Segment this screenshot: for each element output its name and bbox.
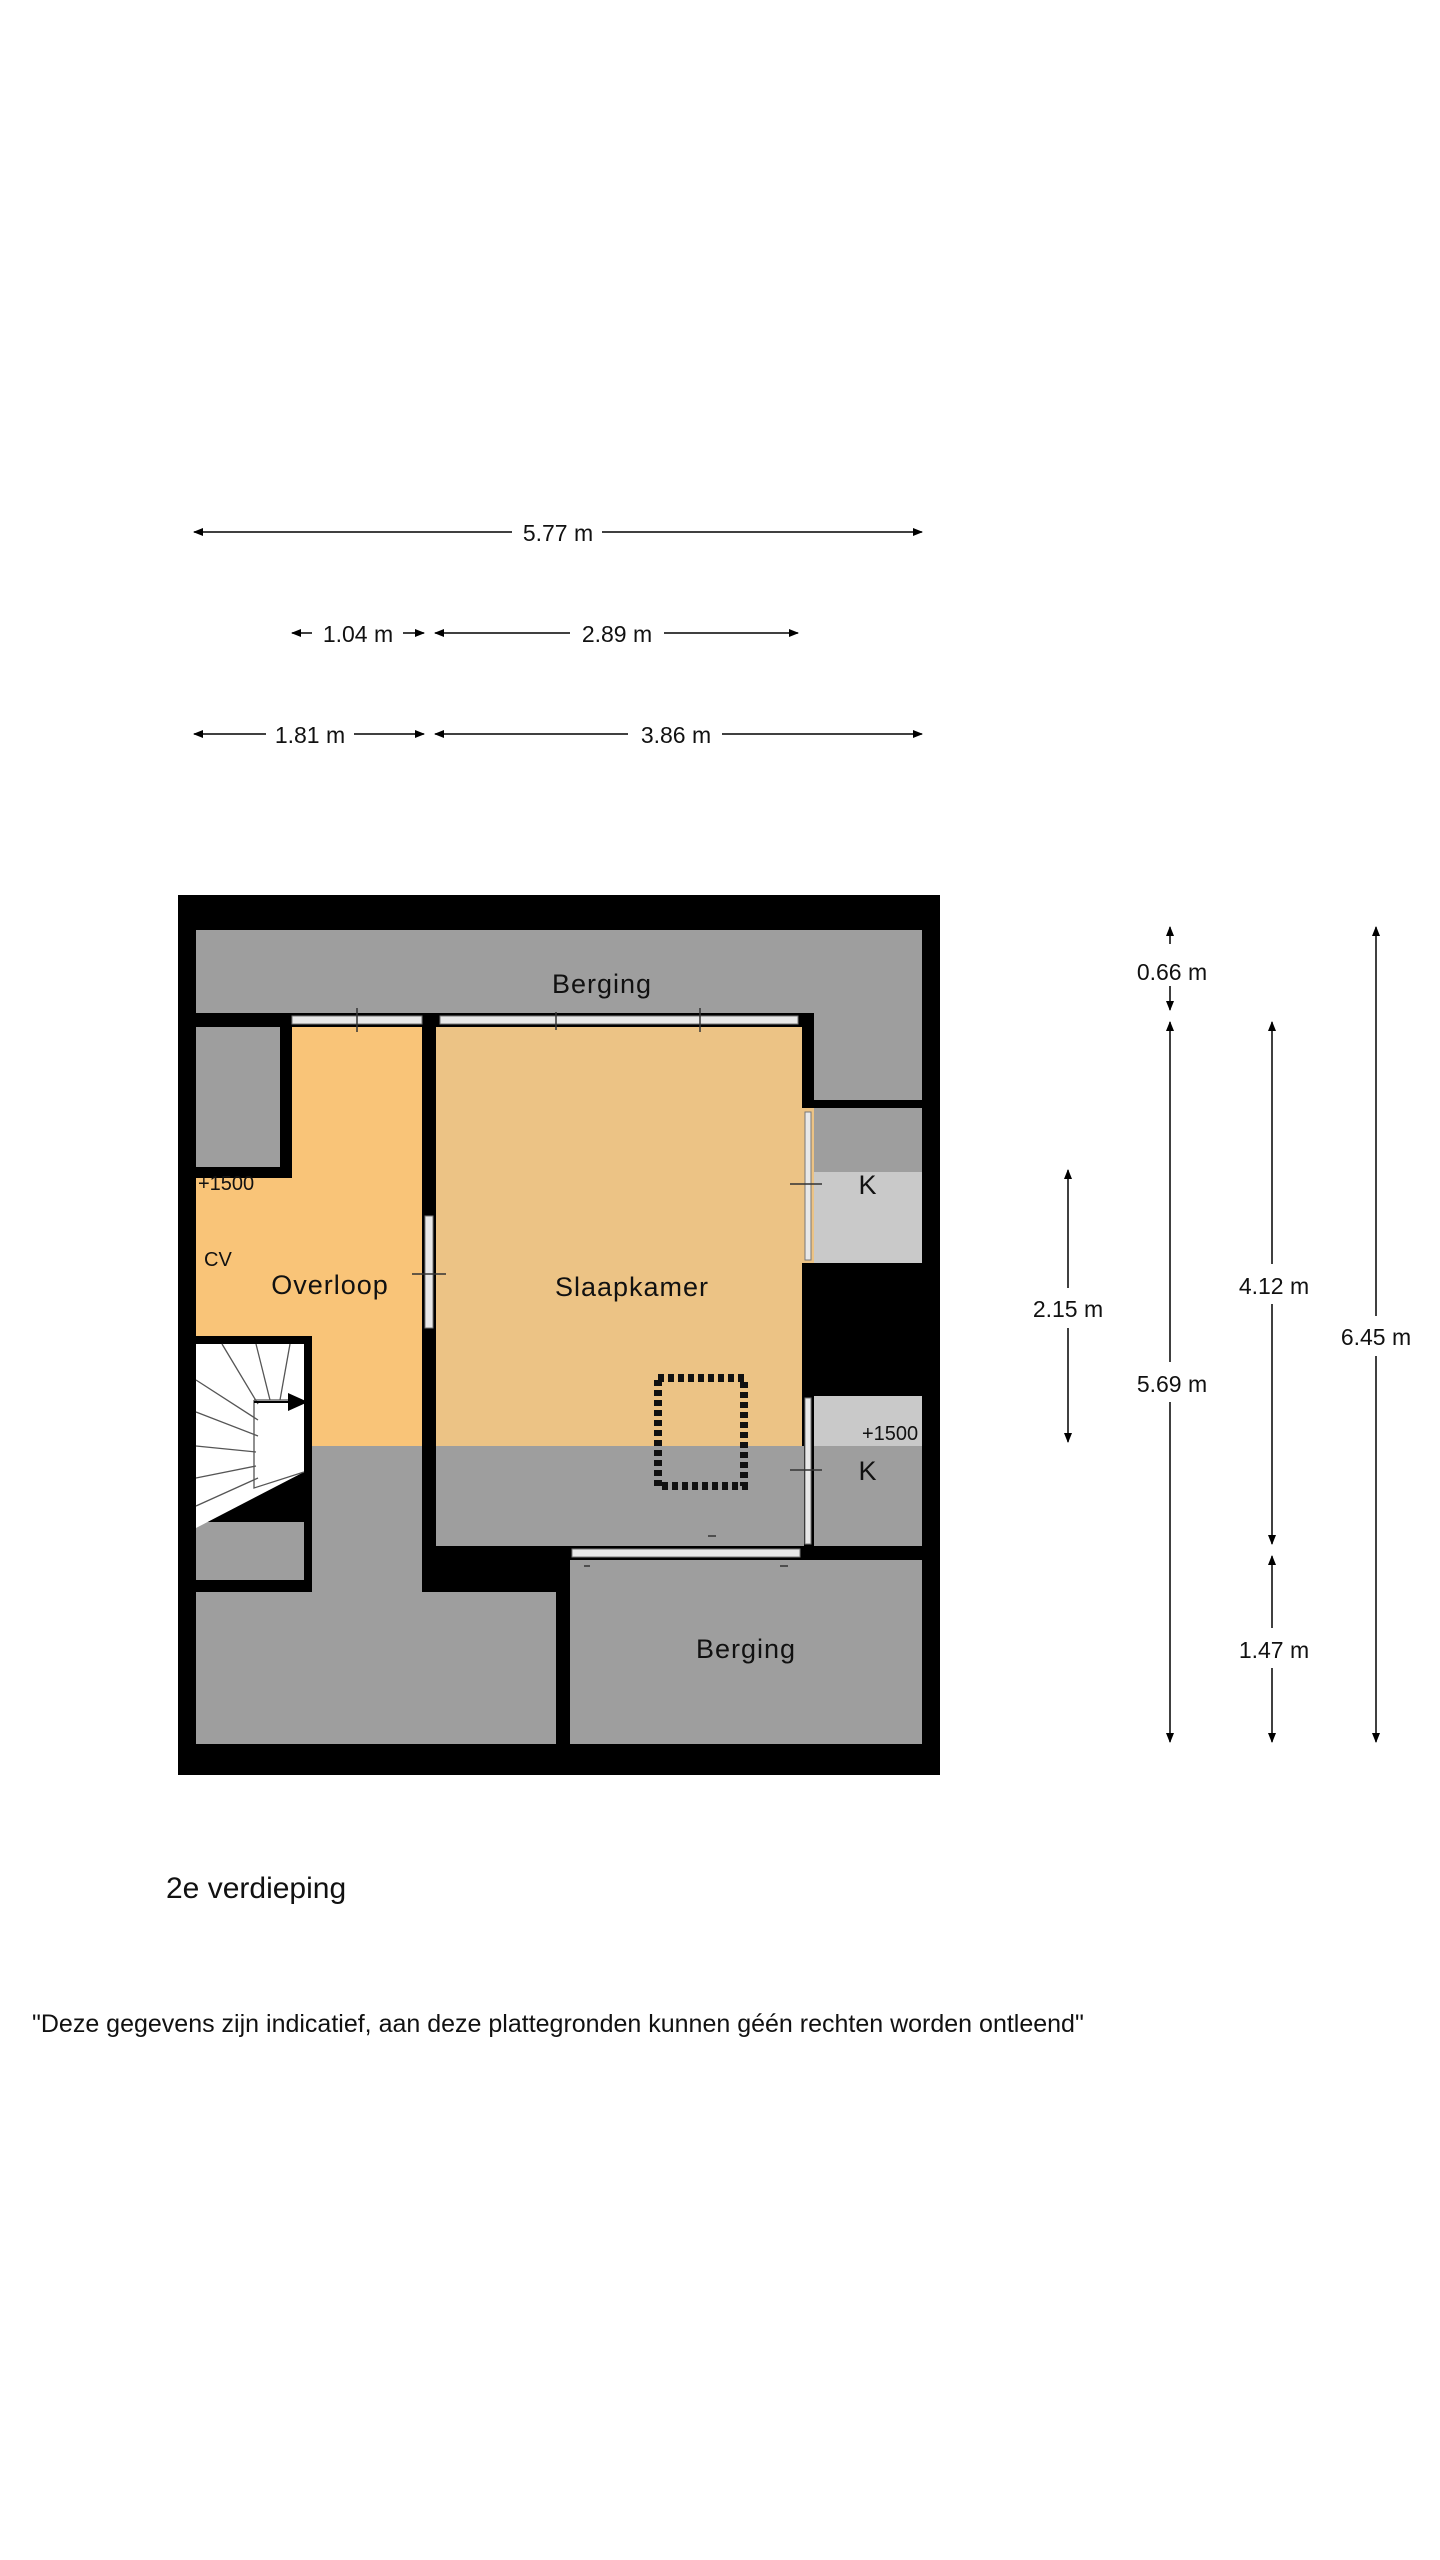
dim-total-width: 5.77 m xyxy=(523,520,593,546)
stair-treads xyxy=(196,1344,304,1528)
wall-closet-bottom-top xyxy=(802,1390,922,1396)
skylight-frame xyxy=(654,1374,748,1490)
wall-stair-bottom xyxy=(196,1580,312,1592)
label-closet-top: K xyxy=(858,1170,877,1200)
closet-bottom-shade xyxy=(814,1396,922,1446)
berging-bottom-area xyxy=(570,1560,922,1744)
berging-top-right-area xyxy=(814,1010,922,1103)
wall-closet-top-bottom xyxy=(802,1263,922,1269)
staircase xyxy=(195,1343,308,1528)
attic-below-stairs-area xyxy=(196,1522,304,1580)
wall-stair-top xyxy=(196,1336,312,1344)
vertical-dimensions xyxy=(1064,926,1380,1743)
window-top-2 xyxy=(439,1015,799,1025)
room-labels: Berging Overloop Slaapkamer K K Berging … xyxy=(198,969,918,1664)
wall-bedroom-right-upper xyxy=(802,1013,814,1103)
label-closet-bottom: K xyxy=(858,1456,877,1486)
wall-closet-top-top xyxy=(802,1100,922,1108)
dim-v-upper-label: 4.12 m xyxy=(1239,1273,1309,1299)
attic-left-upper-area xyxy=(196,1027,280,1167)
floor-plan-rooms xyxy=(178,895,940,1775)
label-berging-bottom: Berging xyxy=(696,1634,796,1664)
wall-berging-bottom-left xyxy=(556,1546,570,1744)
door-closet-bottom xyxy=(804,1397,812,1545)
vertical-dimension-labels: 0.66 m 5.69 m 2.15 m 4.12 m 1.47 m 6.45 … xyxy=(1033,959,1411,1663)
label-berging-top: Berging xyxy=(552,969,652,999)
wall-right-recess xyxy=(886,1263,922,1396)
dim-v-room-label: 2.15 m xyxy=(1033,1296,1103,1322)
slaapkamer-area xyxy=(436,1027,886,1446)
wall-stair-right xyxy=(304,1336,312,1592)
dim-row3-right: 3.86 m xyxy=(641,722,711,748)
stair-arrow-icon xyxy=(288,1393,308,1411)
dim-row2-left: 1.04 m xyxy=(323,621,393,647)
floor-label: 2e verdieping xyxy=(166,1872,347,1905)
dim-v-main-label: 5.69 m xyxy=(1137,1371,1207,1397)
berging-top-area xyxy=(196,930,922,1013)
disclaimer-text: "Deze gegevens zijn indicatief, aan deze… xyxy=(32,2010,1084,2038)
bedroom-lower-grey xyxy=(436,1446,804,1546)
landing-lower-grey xyxy=(310,1446,422,1592)
label-cv: CV xyxy=(204,1249,232,1271)
horizontal-dimensions xyxy=(193,528,923,738)
label-level-left: +1500 xyxy=(198,1173,254,1195)
label-level-right: +1500 xyxy=(862,1423,918,1445)
dim-v-total-label: 6.45 m xyxy=(1341,1324,1411,1350)
dim-row3-left: 1.81 m xyxy=(275,722,345,748)
door-closet-top xyxy=(804,1111,812,1261)
dim-row2-right: 2.89 m xyxy=(582,621,652,647)
wall-left-upper-stub xyxy=(280,1013,292,1178)
closet-top-shade xyxy=(814,1108,922,1172)
door-landing-bedroom xyxy=(424,1215,434,1329)
attic-bottom-left-area xyxy=(196,1592,556,1744)
dim-v-lower-label: 1.47 m xyxy=(1239,1637,1309,1663)
window-bottom xyxy=(571,1548,801,1558)
horizontal-dimension-labels: 5.77 m 1.04 m 2.89 m 1.81 m 3.86 m xyxy=(275,520,711,748)
dim-v-top-label: 0.66 m xyxy=(1137,959,1207,985)
door-ticks xyxy=(356,1008,822,1471)
label-overloop: Overloop xyxy=(271,1270,389,1300)
label-slaapkamer: Slaapkamer xyxy=(555,1272,709,1302)
